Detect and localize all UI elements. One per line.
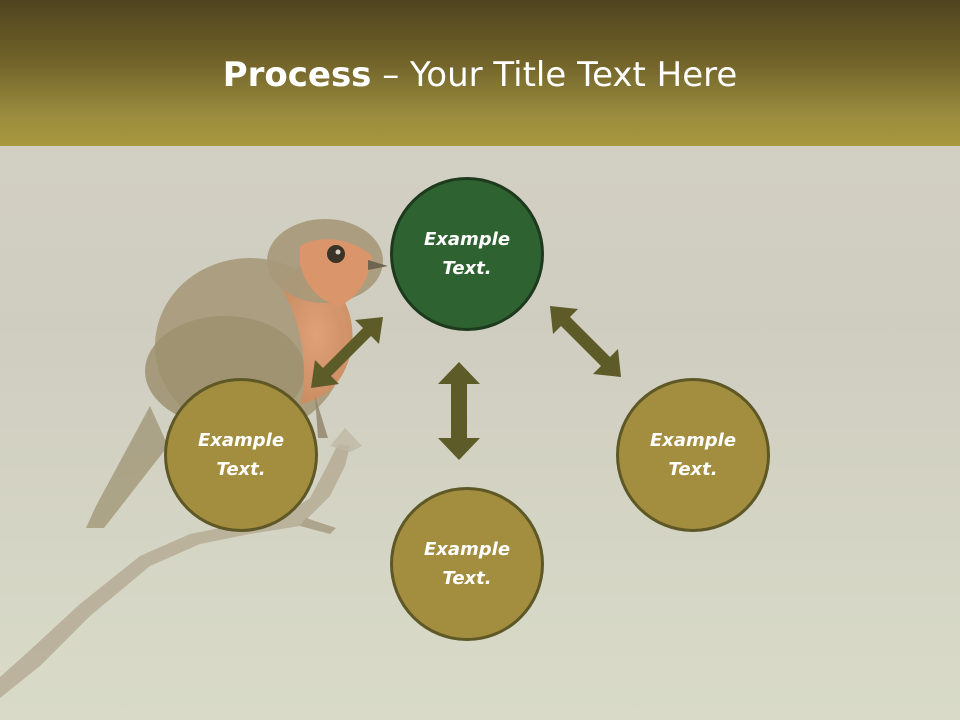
title-rest: – Your Title Text Here bbox=[371, 55, 738, 95]
process-node-right-text: Example Text. bbox=[649, 430, 737, 480]
arrow-center-vertical bbox=[438, 362, 480, 460]
arrow-top-right bbox=[550, 306, 621, 377]
arrow-top-left bbox=[311, 317, 383, 388]
slide-title: Process – Your Title Text Here bbox=[0, 52, 960, 98]
process-node-left: Example Text. bbox=[164, 378, 318, 532]
process-node-right: Example Text. bbox=[616, 378, 770, 532]
process-node-bottom-text: Example Text. bbox=[423, 539, 511, 589]
process-node-bottom: Example Text. bbox=[390, 487, 544, 641]
title-bar: Process – Your Title Text Here bbox=[0, 0, 960, 146]
title-bold: Process bbox=[222, 55, 372, 95]
process-node-top: Example Text. bbox=[390, 177, 544, 331]
process-node-left-text: Example Text. bbox=[197, 430, 285, 480]
process-node-top-text: Example Text. bbox=[423, 229, 511, 279]
